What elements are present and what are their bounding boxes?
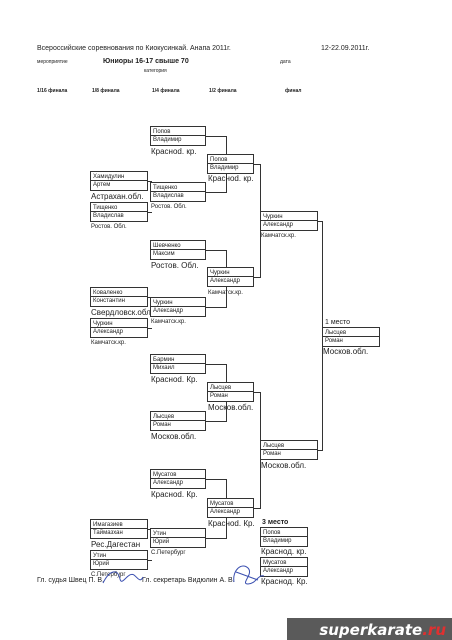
bracket-line — [206, 479, 226, 480]
participant-region: Камчатск.кр. — [151, 319, 186, 325]
bracket-line — [206, 250, 226, 251]
category-title: Юниоры 16-17 свыше 70 — [103, 58, 189, 65]
bracket-line — [148, 212, 152, 213]
chief-secretary: Гл. секретарь Видюлин А. В. — [142, 577, 235, 584]
participant-region: Камчатск.кр. — [91, 340, 126, 346]
bracket-line — [148, 560, 152, 561]
bracket-line — [318, 450, 322, 451]
participant-region: Астрахан.обл. — [91, 192, 144, 201]
bracket-line — [206, 307, 226, 308]
round-header-1-4: 1/4 финала — [152, 88, 180, 94]
participant-region: Камчатск.кр. — [261, 233, 296, 239]
participant-region: Камчатск.кр. — [208, 290, 243, 296]
bracket-line — [206, 364, 226, 365]
bracket-line — [254, 508, 260, 509]
round-header-1-8: 1/8 финала — [92, 88, 120, 94]
bracket-line — [206, 192, 226, 193]
participant-region: С.Петербург — [151, 550, 186, 556]
banner-logo: superkarate.ru — [319, 621, 446, 639]
participant-region: Краснод. Кр. — [261, 577, 308, 586]
bracket-line — [206, 136, 226, 137]
participant-region: Ростов. Обл. — [151, 261, 199, 270]
participant-region: Рес.Дагестан — [91, 540, 141, 549]
participant-region: Красноd. Кр. — [208, 519, 255, 528]
first-place-title: 1 место — [325, 319, 351, 326]
participant-region: Красноd. Кр. — [151, 375, 198, 384]
participant-region: Красноd. кр. — [208, 174, 254, 183]
round-header-1-2: 1/2 финала — [209, 88, 237, 94]
bracket-line — [206, 538, 226, 539]
bracket-line — [254, 392, 260, 393]
participant-region: Краснод. кр. — [261, 547, 307, 556]
event-label: мероприятие — [37, 59, 68, 65]
round-header-final: финал — [285, 88, 302, 94]
bracket-line — [318, 221, 322, 222]
category-label: категория — [144, 68, 167, 74]
third-place-title: 3 место — [262, 519, 289, 526]
bracket-line — [206, 421, 226, 422]
bracket-line — [148, 328, 152, 329]
round-header-1-16: 1/16 финала — [37, 88, 68, 94]
participant-region: Красноd. Кр. — [151, 490, 198, 499]
bracket-line — [254, 277, 260, 278]
participant-region: Москов.обл. — [261, 461, 307, 470]
date-label: дата — [280, 59, 291, 65]
participant-region: Свердловск.обл. — [91, 308, 153, 317]
winner-region: Москов.обл. — [323, 347, 369, 356]
event-dates: 12-22.09.2011г. — [321, 45, 370, 52]
chief-judge: Гл. судья Швец П. В. — [37, 577, 105, 584]
participant-region: Москов.обл. — [208, 403, 254, 412]
site-banner: superkarate.ru — [287, 618, 452, 640]
judge-signature — [102, 571, 144, 584]
event-title: Всероссийские соревнования по Киокусинка… — [37, 45, 231, 52]
participant-region: Красноd. кр. — [151, 147, 197, 156]
secretary-signature — [233, 565, 265, 585]
participant-region: Ростов. Обл. — [91, 224, 127, 230]
bracket-line — [148, 181, 152, 182]
bracket-line — [254, 164, 260, 165]
participant-region: Ростов. Обл. — [151, 204, 187, 210]
participant-region: Москов.обл. — [151, 432, 197, 441]
